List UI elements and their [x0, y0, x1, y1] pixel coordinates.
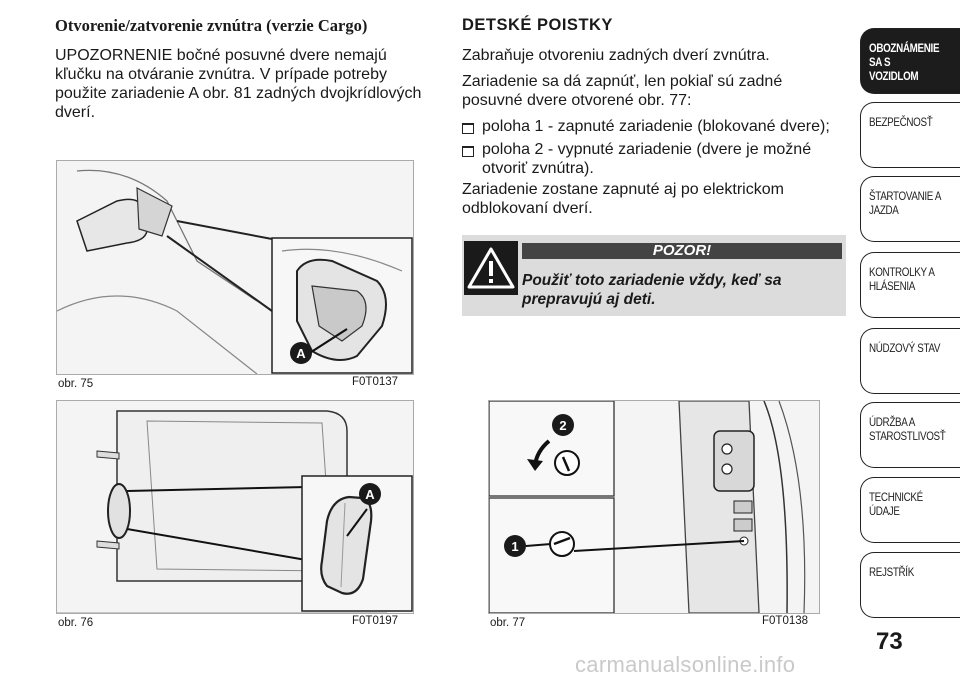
figure-75: A	[56, 160, 414, 375]
sidebar-tab-maintenance[interactable]: ÚDRŽBA A STAROSTLIVOSŤ	[860, 402, 960, 468]
bullet-text: poloha 2 - vypnuté zariadenie (dvere je …	[482, 141, 812, 177]
warning-text: Použiť toto zariadenie vždy, keď sa prep…	[522, 272, 782, 308]
sidebar-tab-warning-lights[interactable]: KONTROLKY A HLÁSENIA	[860, 252, 960, 318]
sidebar-tab-label: REJSTŘÍK	[869, 565, 914, 579]
sidebar-tab-label: NÚDZOVÝ STAV	[869, 341, 941, 355]
rear-door-illustration: A	[57, 401, 413, 613]
child-locks-paragraph-2: Zariadenie sa dá zapnúť, len pokiaľ sú z…	[462, 73, 783, 109]
checkbox-bullet-icon	[462, 123, 474, 134]
marker-a-icon	[359, 483, 381, 505]
watermark: carmanualsonline.info	[575, 652, 796, 677]
door-handle-illustration: A	[57, 161, 413, 374]
sidebar-tab-label: ÚDRŽBA A STAROSTLIVOSŤ	[869, 415, 946, 443]
sidebar-tab-label: TECHNICKÉ ÚDAJE	[869, 490, 923, 518]
figure-77-caption: obr. 77	[490, 617, 526, 629]
sidebar-tab-emergency[interactable]: NÚDZOVÝ STAV	[860, 328, 960, 394]
sidebar-tab-label: KONTROLKY A HLÁSENIA	[869, 265, 935, 293]
child-lock-illustration: 2 1	[489, 401, 819, 613]
section-heading-cargo: Otvorenie/zatvorenie zvnútra (verzie Car…	[55, 16, 368, 35]
svg-text:A: A	[296, 346, 306, 361]
figure-75-code: F0T0137	[352, 376, 399, 388]
child-locks-paragraph-3: Zariadenie zostane zapnuté aj po elektri…	[462, 181, 784, 217]
checkbox-bullet-icon	[462, 146, 474, 157]
svg-text:2: 2	[559, 418, 566, 433]
sidebar-tab-label: BEZPEČNOSŤ	[869, 115, 933, 129]
page-number: 73	[876, 628, 903, 655]
figure-76: A	[56, 400, 414, 614]
sidebar-tab-label: OBOZNÁMENIE SA S VOZIDLOM	[869, 41, 940, 83]
warning-triangle-icon	[464, 241, 518, 295]
figure-75-caption: obr. 75	[58, 378, 94, 390]
figure-77: 2 1	[488, 400, 820, 614]
section-heading-child-locks: DETSKÉ POISTKY	[462, 16, 613, 34]
sidebar-tab-technical-data[interactable]: TECHNICKÉ ÚDAJE	[860, 477, 960, 543]
warning-title: POZOR!	[522, 243, 842, 259]
marker-1-icon	[504, 535, 526, 557]
sidebar-tab-starting-driving[interactable]: ŠTARTOVANIE A JAZDA	[860, 176, 960, 242]
sidebar-tab-index[interactable]: REJSTŘÍK	[860, 552, 960, 618]
bullet-text: poloha 1 - zapnuté zariadenie (blokované…	[482, 118, 830, 135]
marker-2-icon	[552, 414, 574, 436]
figure-76-code: F0T0197	[352, 615, 399, 627]
svg-text:1: 1	[511, 539, 518, 554]
figure-76-caption: obr. 76	[58, 617, 94, 629]
figure-77-code: F0T0138	[762, 615, 809, 627]
sidebar-tab-safety[interactable]: BEZPEČNOSŤ	[860, 102, 960, 168]
sidebar-tab-label: ŠTARTOVANIE A JAZDA	[869, 189, 941, 217]
warning-box: POZOR! Použiť toto zariadenie vždy, keď …	[462, 235, 846, 316]
child-locks-paragraph-1: Zabraňuje otvoreniu zadných dverí zvnútr…	[462, 47, 770, 64]
sidebar-tab-vehicle-overview[interactable]: OBOZNÁMENIE SA S VOZIDLOM	[860, 28, 960, 94]
cargo-note-paragraph: UPOZORNENIE bočné posuvné dvere nemajú k…	[55, 47, 422, 121]
svg-text:A: A	[365, 487, 375, 502]
marker-a-icon	[290, 342, 312, 364]
